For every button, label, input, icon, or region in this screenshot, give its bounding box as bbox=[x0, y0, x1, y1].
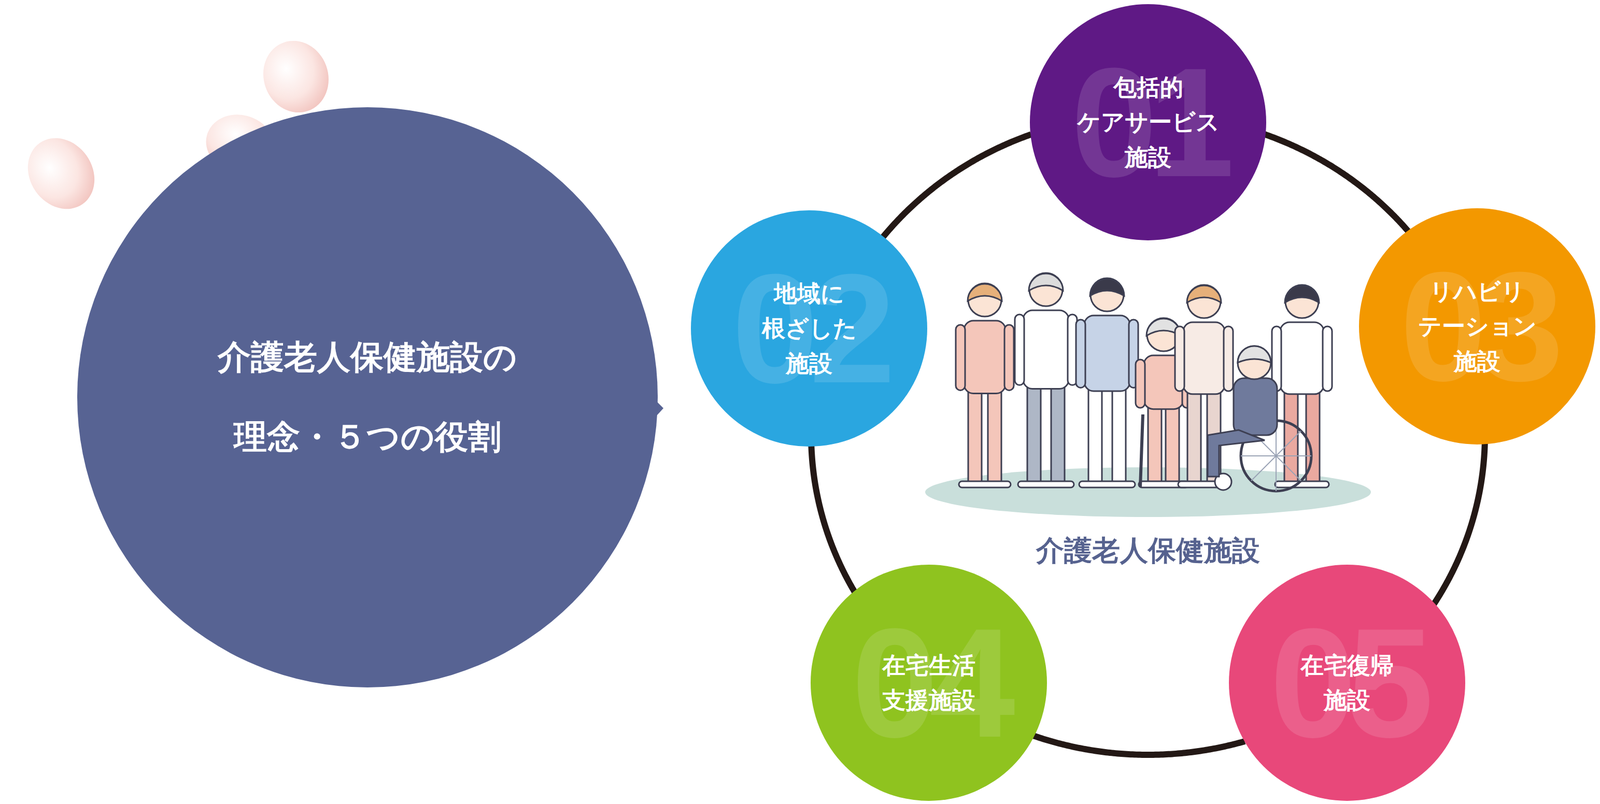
ring-connector bbox=[1263, 134, 1408, 232]
speech-bubble: 介護老人保健施設の 理念・５つの役割 bbox=[77, 107, 658, 688]
role-number: 04 bbox=[810, 564, 1047, 802]
person-leg bbox=[1165, 404, 1180, 485]
person-leg bbox=[1027, 384, 1041, 486]
person-arm bbox=[1322, 326, 1333, 392]
person-figure bbox=[1135, 318, 1192, 488]
person-figure bbox=[1075, 278, 1139, 488]
person-arm bbox=[1135, 359, 1145, 408]
person-figure bbox=[955, 283, 1014, 488]
ring-connector bbox=[882, 134, 1032, 238]
role-circle: 在宅復帰 施設05 bbox=[1228, 564, 1466, 802]
person-hair bbox=[1089, 278, 1125, 296]
node-outline bbox=[77, 107, 658, 688]
person-leg bbox=[1148, 404, 1162, 485]
person-head bbox=[968, 283, 1002, 317]
petal bbox=[14, 125, 109, 223]
person-leg bbox=[1088, 386, 1102, 485]
person-head bbox=[1237, 346, 1271, 380]
person-shoes bbox=[1275, 481, 1329, 488]
person-figure bbox=[1014, 273, 1078, 488]
person-leg bbox=[1051, 384, 1065, 486]
person-leg bbox=[1112, 386, 1126, 485]
person-head bbox=[1090, 278, 1124, 312]
person-arm bbox=[1174, 326, 1185, 392]
person-figure bbox=[1174, 285, 1234, 488]
role-circle: リハビリ テーション 施設03 bbox=[1358, 208, 1596, 445]
person-leg bbox=[1187, 389, 1201, 485]
person-shoes bbox=[1079, 481, 1136, 488]
ring-connector bbox=[1032, 735, 1245, 756]
person-hair bbox=[1284, 285, 1320, 303]
person-figure bbox=[1271, 285, 1333, 488]
person-leg bbox=[987, 388, 1002, 486]
person-body bbox=[964, 320, 1006, 394]
person-shoes bbox=[1017, 481, 1074, 488]
circle-shape bbox=[810, 564, 1047, 802]
person-arm bbox=[1075, 319, 1086, 388]
role-number: 05 bbox=[1228, 564, 1466, 802]
person-body bbox=[1233, 378, 1278, 436]
role-label: リハビリ テーション 施設 bbox=[1418, 274, 1537, 380]
person-body bbox=[1023, 310, 1069, 390]
petal bbox=[253, 31, 339, 122]
person-shoes bbox=[958, 481, 1011, 488]
person-hair bbox=[1186, 285, 1222, 303]
role-label: 在宅生活 支援施設 bbox=[882, 648, 976, 719]
person-body bbox=[1280, 322, 1324, 395]
bubble-heading: 介護老人保健施設の 理念・５つの役割 bbox=[217, 317, 518, 477]
person-hair bbox=[1028, 273, 1064, 291]
walking-cane bbox=[1140, 414, 1143, 488]
person-body bbox=[1183, 322, 1225, 395]
person-head bbox=[1285, 285, 1319, 319]
ring-connector bbox=[1433, 443, 1485, 605]
person-arm bbox=[1004, 324, 1014, 391]
person-leg bbox=[968, 388, 982, 486]
person-legs bbox=[1207, 430, 1265, 477]
person-hair bbox=[1237, 346, 1271, 363]
wheelchair-user bbox=[1207, 346, 1312, 492]
circle-shape bbox=[1358, 208, 1596, 445]
circle-shape bbox=[690, 210, 928, 447]
ring-connector bbox=[811, 445, 855, 593]
circle-shape bbox=[77, 107, 658, 688]
role-label: 地域に 根ざした 施設 bbox=[761, 276, 857, 382]
person-head bbox=[1029, 273, 1063, 307]
circle-shape bbox=[1228, 564, 1466, 802]
person-hair bbox=[967, 284, 1002, 302]
role-label: 包括的 ケアサービス 施設 bbox=[1077, 69, 1220, 176]
person-head bbox=[1187, 285, 1221, 319]
person-arm bbox=[1014, 314, 1025, 386]
role-circle: 包括的 ケアサービス 施設01 bbox=[1029, 4, 1267, 241]
circle-shape bbox=[1029, 4, 1267, 241]
person-arm bbox=[1223, 326, 1234, 392]
person-body bbox=[1084, 315, 1130, 392]
care-people-illustration bbox=[925, 273, 1371, 518]
role-circle: 在宅生活 支援施設04 bbox=[810, 564, 1047, 802]
center-label: 介護老人保健施設 bbox=[1036, 532, 1260, 571]
role-label: 在宅復帰 施設 bbox=[1300, 648, 1394, 719]
role-circle: 地域に 根ざした 施設02 bbox=[690, 210, 928, 447]
person-arm bbox=[955, 324, 966, 391]
